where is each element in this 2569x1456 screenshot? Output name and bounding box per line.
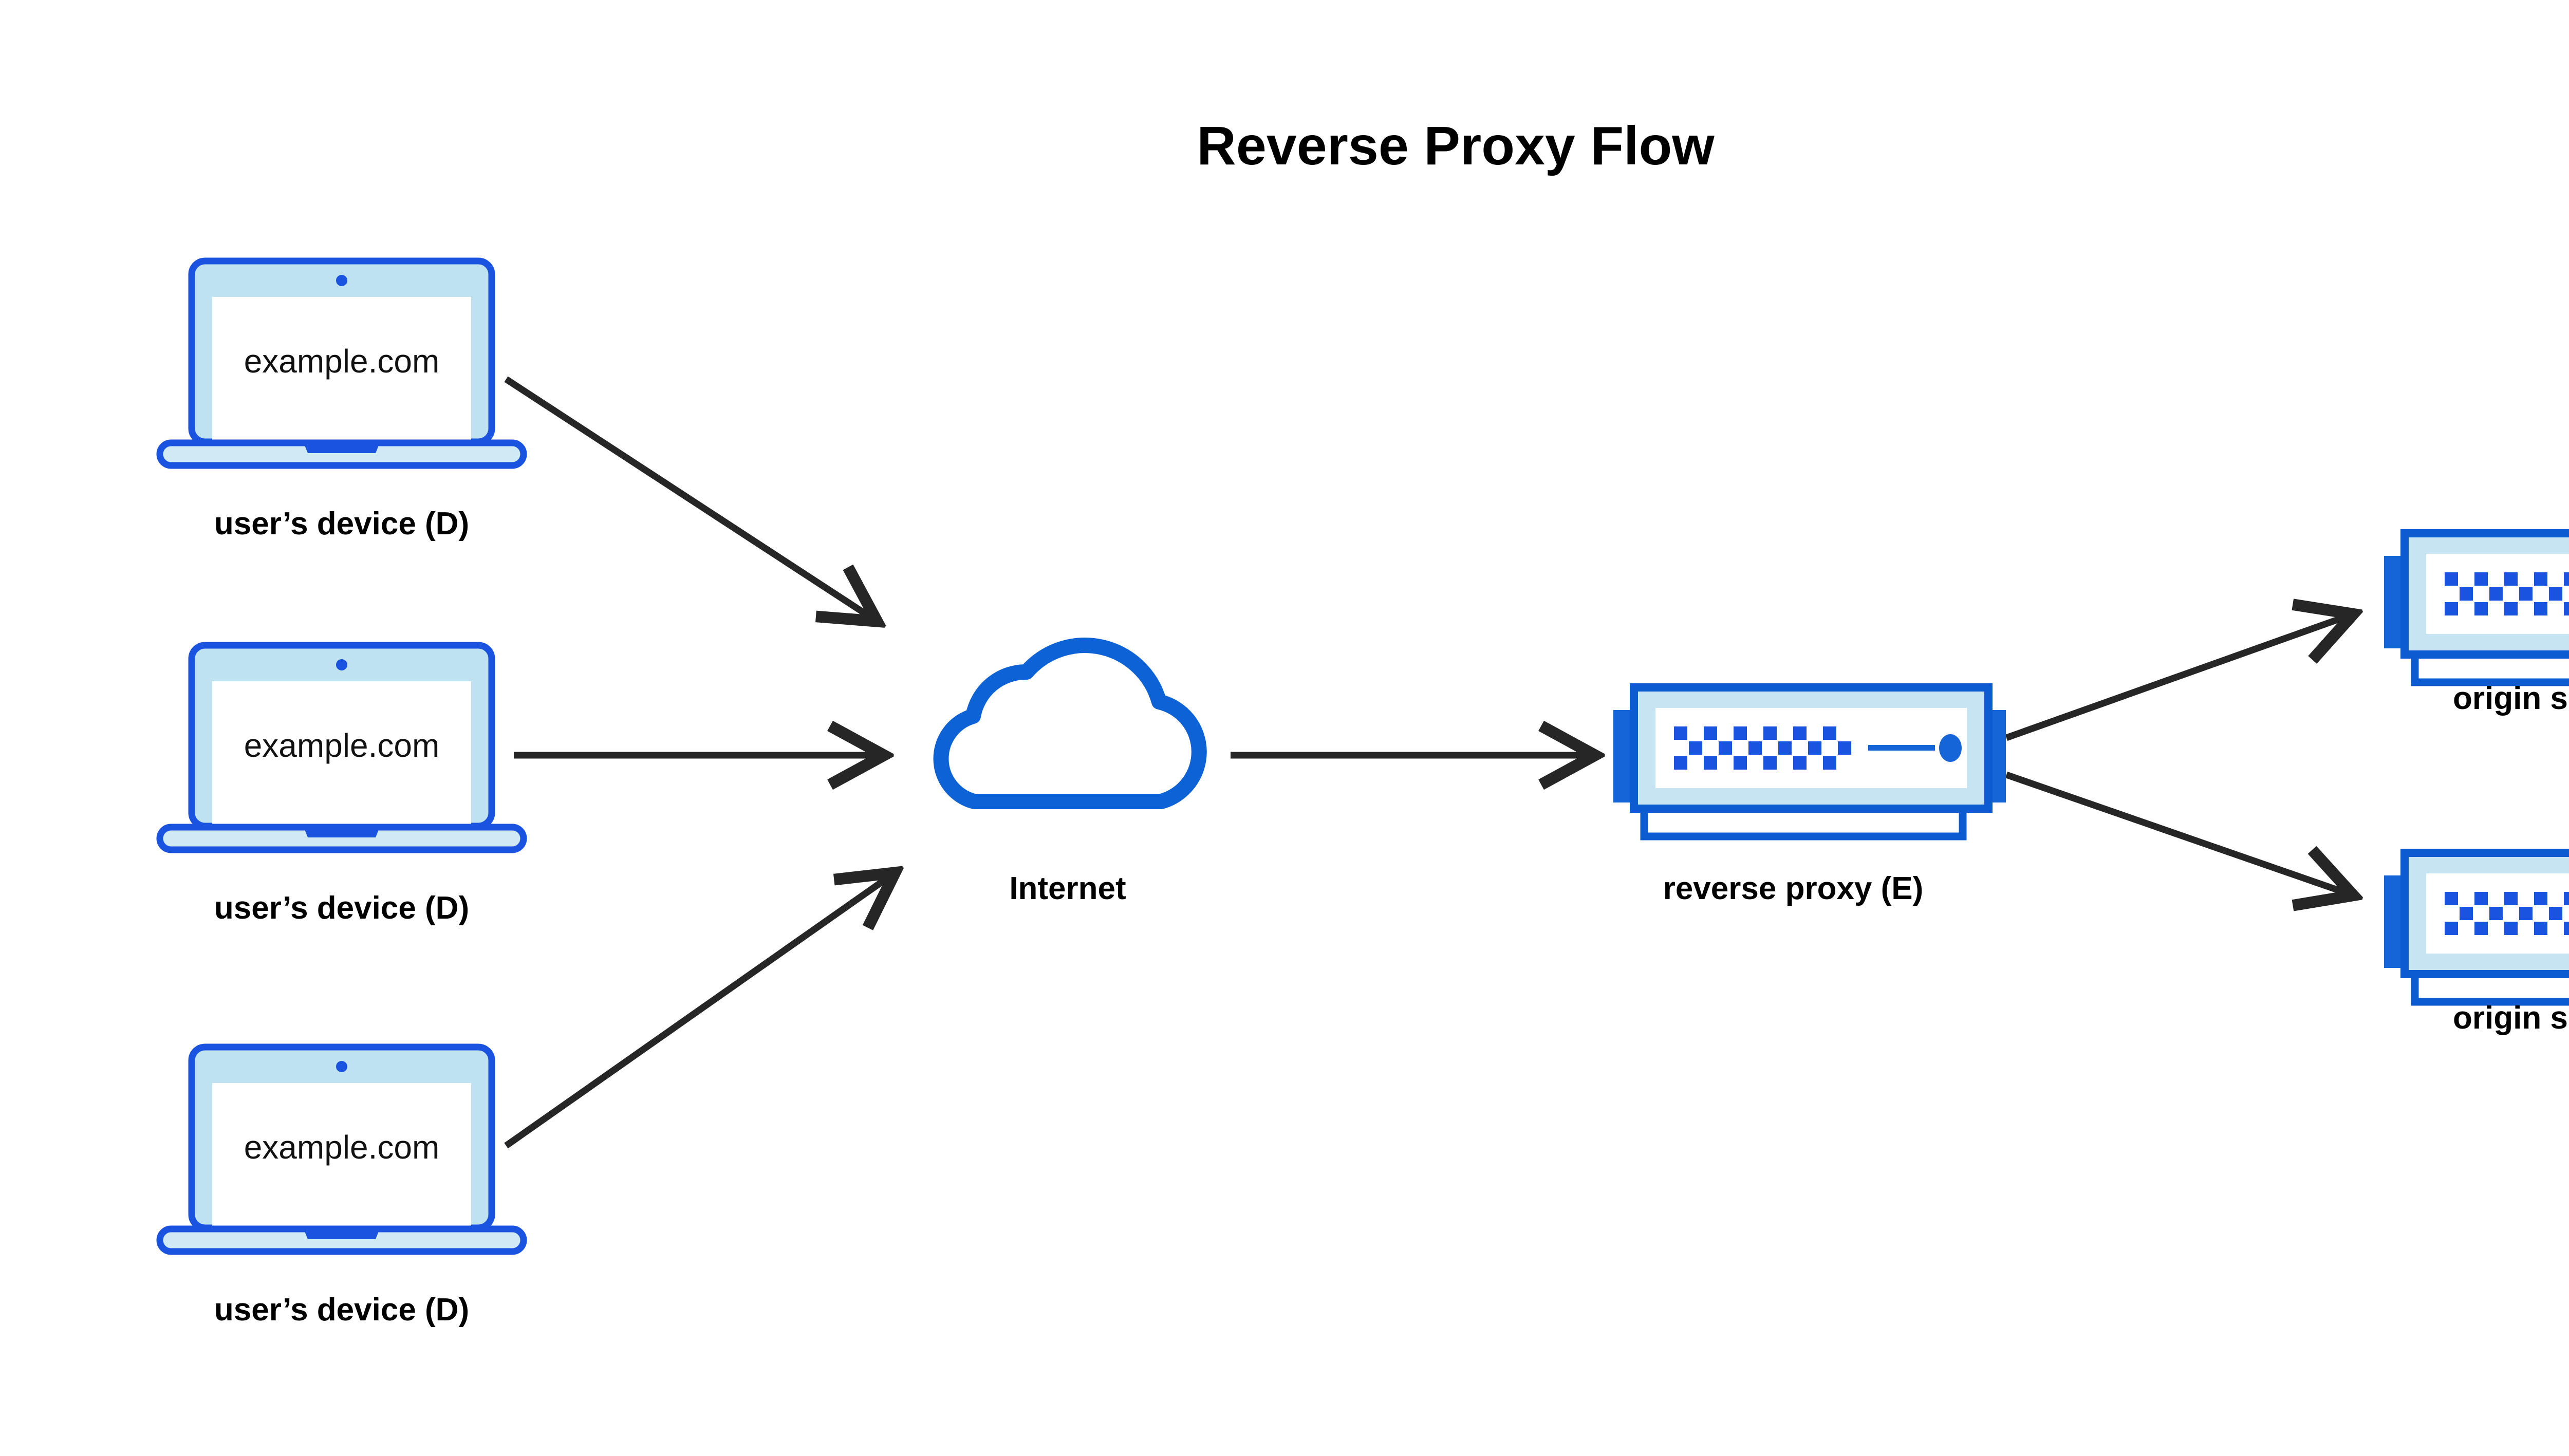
cloud-icon [941,645,1199,801]
device-label: user’s device (D) [214,890,469,926]
device-screen-url: example.com [244,343,440,380]
edge-group [504,376,2352,1149]
node-origin-server-2[interactable]: origin server (F) [2384,853,2569,1036]
node-origin-server-1[interactable]: origin server (F) [2384,533,2569,716]
edge-proxy-to-origin2 [2005,771,2352,895]
device-label: user’s device (D) [214,506,469,542]
node-user-device-2[interactable]: example.com user’s device (D) [160,645,524,926]
node-internet[interactable]: Internet [941,645,1199,906]
origin-server-label: origin server (F) [2453,681,2569,716]
node-reverse-proxy[interactable]: reverse proxy (E) [1613,687,2006,906]
device-screen-url: example.com [244,1129,440,1166]
edge-device1-to-internet [504,376,876,621]
device-label: user’s device (D) [214,1292,469,1328]
edge-device3-to-internet [504,873,894,1149]
edge-proxy-to-origin1 [2005,614,2352,741]
page-title: Reverse Proxy Flow [1197,116,1715,176]
internet-label: Internet [1009,871,1126,906]
node-user-device-1[interactable]: example.com user’s device (D) [160,261,524,542]
reverse-proxy-label: reverse proxy (E) [1663,871,1924,906]
server-icon [2384,533,2569,682]
node-user-device-3[interactable]: example.com user’s device (D) [160,1047,524,1328]
server-icon [2384,853,2569,1002]
server-icon [1613,687,2006,836]
origin-server-label: origin server (F) [2453,1000,2569,1036]
device-screen-url: example.com [244,727,440,764]
